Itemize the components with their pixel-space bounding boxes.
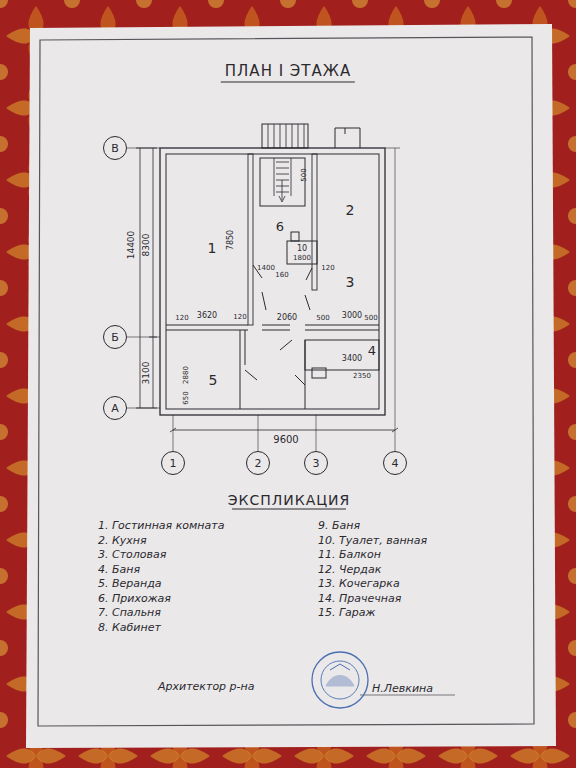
explication-item: 12. Чердак [318, 563, 381, 574]
dimension: 1400 [257, 265, 275, 272]
axis-mark: А [111, 402, 119, 415]
room-number: 6 [276, 220, 284, 233]
dimension: 3100 [142, 362, 151, 385]
signature-role: Архитектор р-на [158, 681, 255, 692]
axis-bubble: 1 [161, 451, 185, 475]
dimension: 120 [175, 315, 188, 322]
axis-bubble: 2 [246, 451, 270, 475]
sheet-title: ПЛАН I ЭТАЖА [221, 62, 355, 83]
dimension: 7850 [227, 230, 235, 250]
dimension: 9600 [273, 435, 298, 445]
dimension: 3400 [342, 355, 362, 363]
explication-item: 13. Кочегарка [318, 578, 400, 589]
explication-item: 5. Веранда [98, 578, 162, 589]
explication-item: 1. Гостинная комната [98, 520, 224, 531]
room-number: 1 [208, 241, 217, 255]
axis-bubble: 3 [304, 451, 328, 475]
dimension: 2880 [183, 366, 190, 384]
axis-mark: 2 [255, 457, 262, 470]
axis-bubble: А [103, 396, 127, 420]
dimension: 1800 [293, 255, 311, 262]
axis-mark: Б [111, 331, 119, 344]
dimension: 14400 [127, 231, 136, 260]
room-number: 4 [368, 344, 376, 357]
room-number: 5 [209, 373, 218, 387]
axis-mark: 3 [313, 457, 320, 470]
explication-item: 2. Кухня [98, 534, 147, 545]
explication-item: 14. Прачечная [318, 592, 401, 603]
dimension: 3620 [197, 312, 217, 320]
dimension: 650 [183, 391, 190, 404]
explication-item: 15. Гараж [318, 607, 376, 618]
dimension: 500 [316, 315, 329, 322]
dimension: 3000 [342, 312, 362, 320]
dimension: 500 [364, 315, 377, 322]
dimension: 8300 [142, 234, 151, 257]
dimension: 120 [321, 265, 334, 272]
axis-mark: В [111, 142, 119, 155]
room-number: 3 [346, 275, 355, 289]
axis-bubble: 4 [383, 451, 407, 475]
explication-item: 9. Баня [318, 520, 360, 531]
explication-item: 7. Спальня [98, 607, 161, 618]
axis-mark: 4 [392, 457, 399, 470]
axis-mark: 1 [170, 457, 177, 470]
dimension: 120 [233, 314, 246, 321]
axis-bubble: В [103, 136, 127, 160]
explication-item: 10. Туалет, ванная [318, 534, 427, 545]
room-number: 10 [297, 245, 307, 253]
dimension: 500 [301, 168, 308, 181]
explication-item: 11. Балкон [318, 549, 381, 560]
dimension: 2060 [277, 314, 297, 322]
dimension: 2350 [353, 373, 371, 380]
dimension: 160 [275, 272, 288, 279]
room-number: 2 [346, 203, 355, 217]
explication-item: 8. Кабинет [98, 621, 161, 632]
explication-item: 6. Прихожая [98, 592, 171, 603]
explication-item: 3. Столовая [98, 549, 166, 560]
explication-item: 4. Баня [98, 563, 140, 574]
signature-name: Н.Левкина [372, 683, 433, 694]
axis-bubble: Б [103, 325, 127, 349]
explication-title: ЭКСПЛИКАЦИЯ [228, 493, 351, 507]
